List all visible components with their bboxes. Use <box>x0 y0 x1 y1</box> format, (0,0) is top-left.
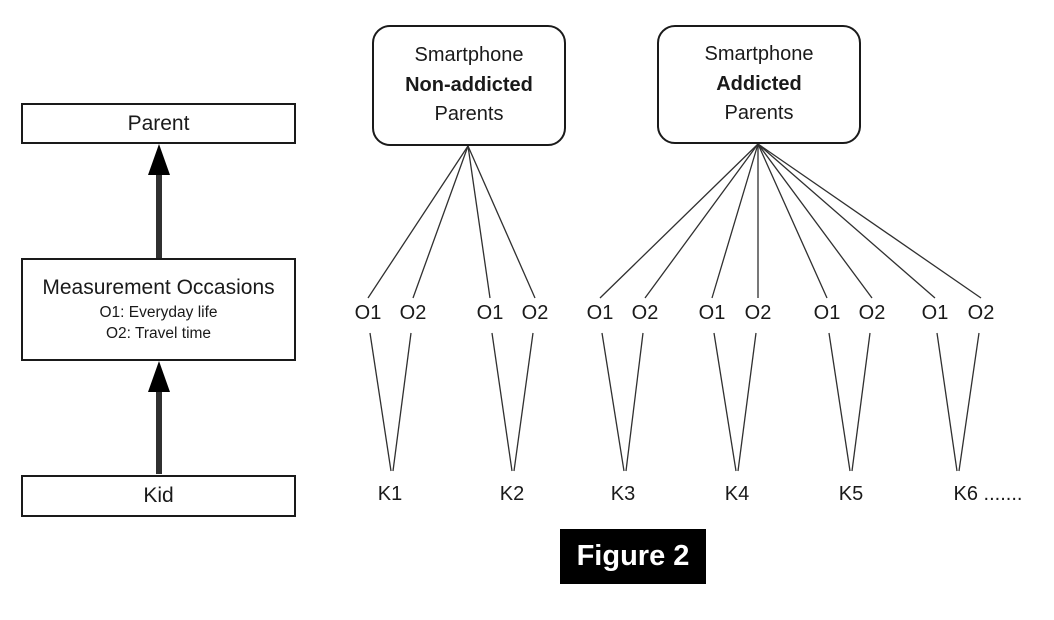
arrow-head-kid-to-measurement <box>148 361 170 392</box>
figure-caption-text: Figure 2 <box>576 540 690 572</box>
group0-line1: Smartphone <box>414 44 524 67</box>
occasion-label-o1-2: O1 <box>476 302 504 324</box>
fan-line-group1 <box>757 143 936 299</box>
group0-line3: Parents <box>434 103 504 126</box>
occasion-label-o2-5: O2 <box>858 302 886 324</box>
measurement-title: Measurement Occasions <box>42 276 275 300</box>
kid-label-k5: K5 <box>838 483 864 505</box>
occasion-label-o1-6: O1 <box>921 302 949 324</box>
measurement-sub-o1: O1: Everyday life <box>99 303 218 321</box>
kid-label-k3: K3 <box>610 483 636 505</box>
fan-line-group1 <box>644 143 759 299</box>
measurement-sub-o2: O2: Travel time <box>105 324 212 342</box>
kid-label: Kid <box>143 484 174 507</box>
occasion-label-o2-3: O2 <box>631 302 659 324</box>
kid-label-k2: K2 <box>499 483 525 505</box>
fan-line-group1 <box>757 143 828 299</box>
addicted-parents-box: Smartphone Addicted Parents <box>657 25 861 144</box>
fan-line-group1 <box>757 143 982 299</box>
v-line-kid1 <box>392 332 412 472</box>
group1-line2: Addicted <box>716 72 802 95</box>
fan-line-group1 <box>599 143 759 299</box>
occasion-label-o1-4: O1 <box>698 302 726 324</box>
kid-label-k6: K6 ....... <box>953 483 1023 505</box>
fan-line-group0 <box>367 145 469 299</box>
occasion-label-o2-4: O2 <box>744 302 772 324</box>
v-line-kid6 <box>936 332 958 472</box>
fan-line-group0 <box>412 145 469 299</box>
group1-line1: Smartphone <box>704 43 814 66</box>
v-line-kid2 <box>491 332 513 472</box>
group0-line2: Non-addicted <box>405 73 533 96</box>
occasion-label-o1-1: O1 <box>354 302 382 324</box>
occasion-label-o1-5: O1 <box>813 302 841 324</box>
occasion-label-o2-2: O2 <box>521 302 549 324</box>
v-line-kid5 <box>851 332 871 472</box>
v-line-kid2 <box>513 332 534 472</box>
kid-label-k4: K4 <box>724 483 750 505</box>
parent-box: Parent <box>21 103 296 144</box>
non-addicted-parents-box: Smartphone Non-addicted Parents <box>372 25 566 146</box>
occasion-label-o1-3: O1 <box>586 302 614 324</box>
figure-caption: Figure 2 <box>560 529 706 584</box>
measurement-occasions-box: Measurement Occasions O1: Everyday life … <box>21 258 296 361</box>
group1-line3: Parents <box>724 102 794 125</box>
kid-box: Kid <box>21 475 296 517</box>
v-line-kid4 <box>713 332 737 472</box>
v-line-kid3 <box>601 332 625 472</box>
v-line-kid6 <box>958 332 980 472</box>
arrow-head-measurement-to-parent <box>148 144 170 175</box>
v-line-kid3 <box>625 332 644 472</box>
fan-line-group0 <box>467 145 491 299</box>
v-line-kid5 <box>828 332 851 472</box>
occasion-label-o2-6: O2 <box>967 302 995 324</box>
kid-label-k1: K1 <box>377 483 403 505</box>
fan-line-group1 <box>711 143 759 299</box>
v-line-kid1 <box>369 332 392 472</box>
fan-line-group1 <box>757 143 873 299</box>
fan-line-group0 <box>467 145 536 299</box>
v-line-kid4 <box>737 332 757 472</box>
parent-label: Parent <box>127 111 190 135</box>
occasion-label-o2-1: O2 <box>399 302 427 324</box>
